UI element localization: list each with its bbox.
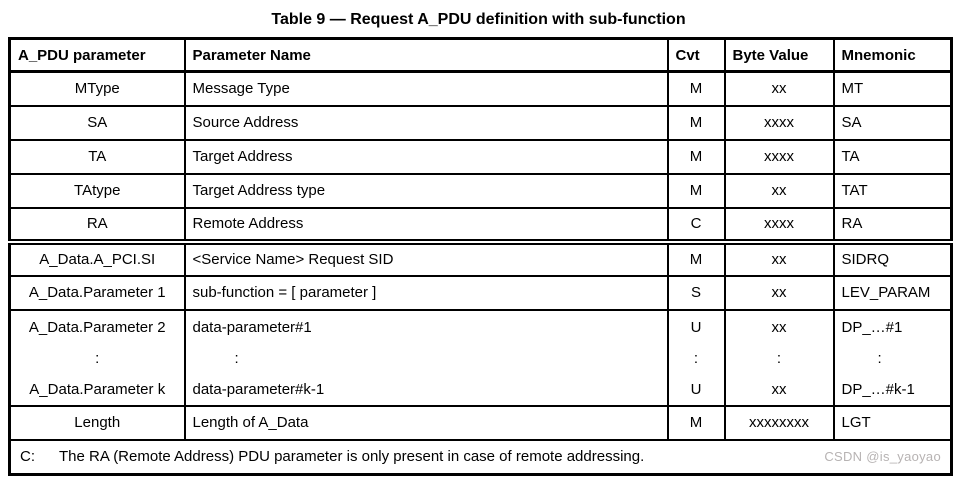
block-line: data-parameter#1 [192,318,312,336]
cell-cvt: M [666,138,726,175]
cell-param: A_Data.A_PCI.SI [8,240,186,277]
block-line: xx [771,318,787,336]
footnote-label: C: [20,448,35,466]
cell-byte-value: xx [723,274,835,311]
block-line: A_Data.Parameter k [29,380,166,398]
cell-mnemonic: RA [832,206,953,245]
cell-cvt: M [666,104,726,141]
table-row-length: Length Length of A_Data M xxxxxxxx LGT [8,404,953,441]
cell-byte-value: xx [723,172,835,209]
header-row: A_PDU parameter Parameter Name Cvt Byte … [8,37,953,73]
block-line: U [690,380,702,398]
block-dots: : [877,349,882,367]
cell-param-block: A_Data.Parameter 2 : A_Data.Parameter k [8,308,186,407]
table-row-ra: RA Remote Address C xxxx RA [8,206,953,245]
cell-mnemonic: MT [832,70,953,107]
cell-byte-value: xx [723,70,835,107]
cell-cvt: C [666,206,726,245]
block-dots: : [693,349,699,367]
cell-mnemonic-block: DP_…#1 : DP_…#k-1 [832,308,953,407]
table-row-mtype: MType Message Type M xx MT [8,70,953,107]
table-row-parameter-block: A_Data.Parameter 2 : A_Data.Parameter k … [8,308,953,407]
block-line: data-parameter#k-1 [192,380,325,398]
cell-byte-value: xxxx [723,104,835,141]
block-line: DP_…#1 [841,318,903,336]
cell-mnemonic: TA [832,138,953,175]
cell-name: sub-function = [ parameter ] [183,274,669,311]
cell-param: SA [8,104,186,141]
cell-name: Remote Address [183,206,669,245]
cell-mnemonic: LEV_PARAM [832,274,953,311]
cell-cvt: S [666,274,726,311]
cell-param: TA [8,138,186,175]
block-dots: : [776,349,782,367]
header-parameter-name: Parameter Name [183,37,669,73]
csdn-watermark: CSDN @is_yaoyao [824,449,941,465]
cell-mnemonic: SIDRQ [832,240,953,277]
cell-name: Target Address [183,138,669,175]
table-row-parameter-1: A_Data.Parameter 1 sub-function = [ para… [8,274,953,311]
cell-mnemonic: TAT [832,172,953,209]
cell-name: Length of A_Data [183,404,669,441]
cell-name-block: data-parameter#1 : data-parameter#k-1 [183,308,669,407]
cell-byte-value: xxxx [723,206,835,245]
cell-cvt: M [666,240,726,277]
cell-cvt: M [666,70,726,107]
block-line: xx [771,380,787,398]
cell-name: <Service Name> Request SID [183,240,669,277]
cell-cvt-block: U : U [666,308,726,407]
footnote-text: The RA (Remote Address) PDU parameter is… [59,448,645,466]
header-byte-value: Byte Value [723,37,835,73]
apdu-definition-table: A_PDU parameter Parameter Name Cvt Byte … [8,37,953,476]
table-row-service-id: A_Data.A_PCI.SI <Service Name> Request S… [8,240,953,277]
block-line: A_Data.Parameter 2 [28,318,166,336]
cell-byte-value-block: xx : xx [723,308,835,407]
cell-param: Length [8,404,186,441]
cell-cvt: M [666,404,726,441]
cell-byte-value: xxxxxxxx [723,404,835,441]
cell-mnemonic: SA [832,104,953,141]
footnote-cell: C: The RA (Remote Address) PDU parameter… [8,438,953,476]
header-mnemonic: Mnemonic [832,37,953,73]
cell-param: MType [8,70,186,107]
cell-param: TAtype [8,172,186,209]
block-dots: : [95,349,100,367]
cell-byte-value: xx [723,240,835,277]
header-cvt: Cvt [666,37,726,73]
cell-cvt: M [666,172,726,209]
cell-param: RA [8,206,186,245]
block-dots: : [234,349,239,367]
cell-name: Source Address [183,104,669,141]
cell-mnemonic: LGT [832,404,953,441]
table-title: Table 9 — Request A_PDU definition with … [271,11,686,28]
block-line: DP_…#k-1 [841,380,915,398]
cell-name: Target Address type [183,172,669,209]
cell-name: Message Type [183,70,669,107]
header-apdu-parameter: A_PDU parameter [8,37,186,73]
table-row-tatype: TAtype Target Address type M xx TAT [8,172,953,209]
table-row-ta: TA Target Address M xxxx TA [8,138,953,175]
cell-byte-value: xxxx [723,138,835,175]
table-row-footnote: C: The RA (Remote Address) PDU parameter… [8,438,953,476]
cell-param: A_Data.Parameter 1 [8,274,186,311]
block-line: U [690,318,702,336]
table-row-sa: SA Source Address M xxxx SA [8,104,953,141]
